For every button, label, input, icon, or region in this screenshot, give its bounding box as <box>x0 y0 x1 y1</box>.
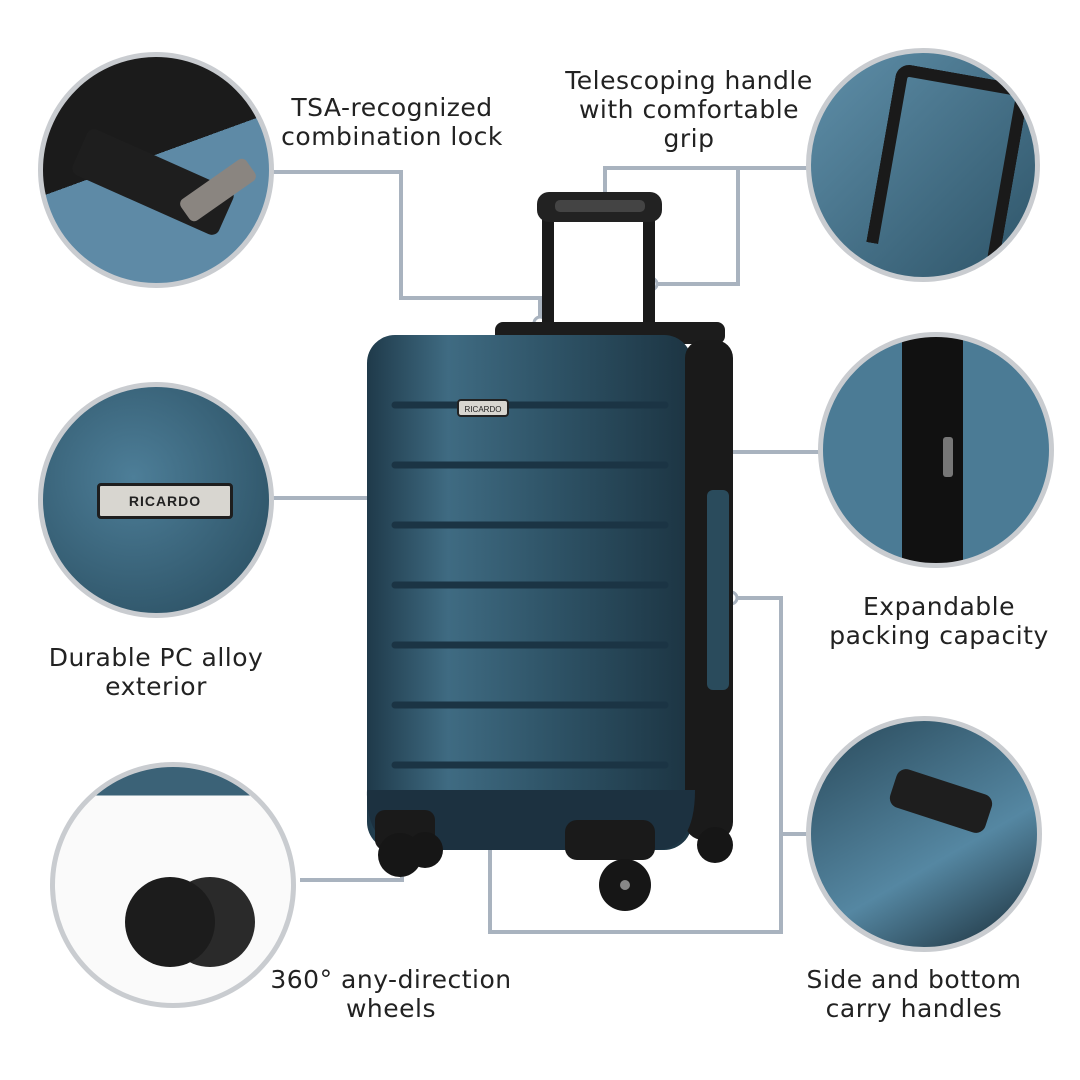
spinner-wheel-icon <box>125 877 215 967</box>
exterior-detail-circle: RICARDO <box>38 382 274 618</box>
wheels-detail-circle <box>50 762 296 1008</box>
brand-badge: RICARDO <box>465 405 502 414</box>
feature-label-carry: Side and bottom carry handles <box>806 965 1022 1023</box>
carry-detail-circle <box>806 716 1042 952</box>
feature-label-expandable: Expandable packing capacity <box>829 592 1049 650</box>
feature-label-handle: Telescoping handle with comfortable grip <box>565 66 813 153</box>
expandable-detail-circle <box>818 332 1054 568</box>
handle-detail-circle <box>806 48 1040 282</box>
lock-detail-circle <box>38 52 274 288</box>
feature-label-wheels: 360° any-direction wheels <box>270 965 512 1023</box>
shell-texture-icon: RICARDO <box>97 483 233 519</box>
carry-handle-icon <box>887 766 995 836</box>
feature-label-exterior: Durable PC alloy exterior <box>48 643 264 701</box>
suitcase-illustration: RICARDO <box>366 192 733 911</box>
telescoping-handle-icon <box>866 62 1030 266</box>
feature-label-lock: TSA-recognized combination lock <box>281 93 503 151</box>
zipper-icon <box>943 437 953 477</box>
